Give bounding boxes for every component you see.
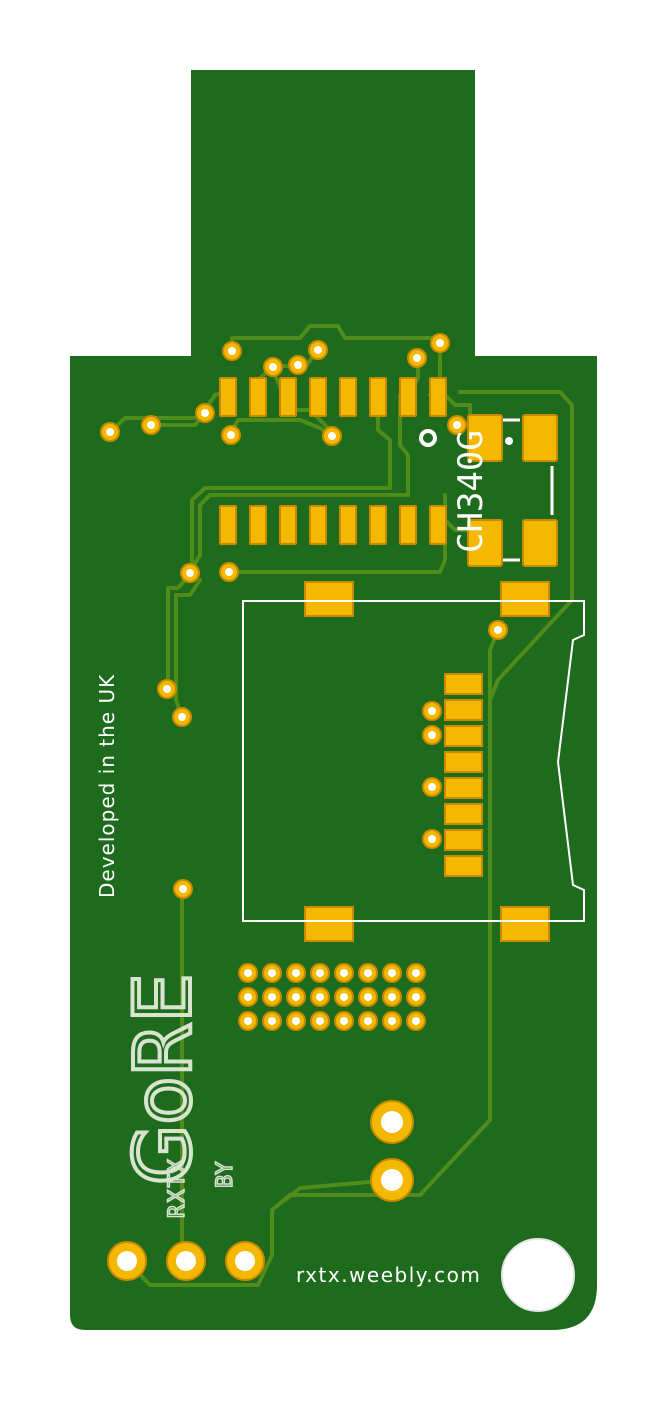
chip-label: CH340G bbox=[451, 430, 491, 553]
grid-via-drill bbox=[388, 969, 396, 977]
board-substrate bbox=[70, 70, 597, 1330]
grid-via-drill bbox=[316, 993, 324, 1001]
crystal-pads bbox=[467, 414, 558, 567]
grid-via-drill bbox=[244, 993, 252, 1001]
gore-logo: GoRE bbox=[117, 971, 211, 1187]
credit: Developed in the UK bbox=[95, 674, 119, 898]
chip-top-row-pads bbox=[219, 377, 447, 417]
grid-via-drill bbox=[388, 993, 396, 1001]
grid-via-drill bbox=[292, 993, 300, 1001]
chip-label-text: CH340G bbox=[451, 430, 491, 553]
stitching-via-grid bbox=[238, 963, 426, 1031]
grid-via-drill bbox=[316, 1017, 324, 1025]
credit-text: Developed in the UK bbox=[95, 674, 119, 898]
grid-via-drill bbox=[412, 969, 420, 977]
grid-via-drill bbox=[340, 969, 348, 977]
grid-via-drill bbox=[364, 969, 372, 977]
logo-brand-text: RXTX bbox=[165, 1157, 190, 1218]
logo-byline-text: BY bbox=[213, 1162, 238, 1189]
grid-via-drill bbox=[244, 969, 252, 977]
grid-via-drill bbox=[364, 1017, 372, 1025]
via-drills bbox=[106, 339, 502, 893]
pin1-marker-ring bbox=[419, 429, 437, 447]
grid-via-drill bbox=[340, 993, 348, 1001]
logo-main-text: GoRE bbox=[119, 973, 209, 1185]
grid-via-drill bbox=[340, 1017, 348, 1025]
grid-via-drill bbox=[268, 969, 276, 977]
grid-via-drill bbox=[412, 1017, 420, 1025]
grid-via-drill bbox=[388, 1017, 396, 1025]
sd-card-contact-pads bbox=[444, 673, 483, 877]
sd-card-outline bbox=[242, 600, 585, 922]
logo-brand: RXTX bbox=[164, 1156, 191, 1218]
grid-via-drill bbox=[244, 1017, 252, 1025]
grid-via-drill bbox=[364, 993, 372, 1001]
grid-via-drill bbox=[292, 969, 300, 977]
pin1-marker-dot bbox=[505, 437, 513, 445]
grid-via-drill bbox=[412, 993, 420, 1001]
website-text: rxtx.weebly.com bbox=[296, 1263, 481, 1287]
logo-byline: BY bbox=[212, 1161, 239, 1189]
grid-via-drill bbox=[268, 993, 276, 1001]
sd-card-mount-pads bbox=[304, 581, 550, 942]
grid-via-drill bbox=[268, 1017, 276, 1025]
crystal-silkscreen bbox=[503, 418, 554, 562]
chip-bottom-row-pads bbox=[219, 505, 447, 545]
mounting-hole bbox=[501, 1238, 575, 1312]
grid-via-drill bbox=[292, 1017, 300, 1025]
grid-via-drill bbox=[316, 969, 324, 977]
through-hole-drills bbox=[117, 1111, 403, 1271]
